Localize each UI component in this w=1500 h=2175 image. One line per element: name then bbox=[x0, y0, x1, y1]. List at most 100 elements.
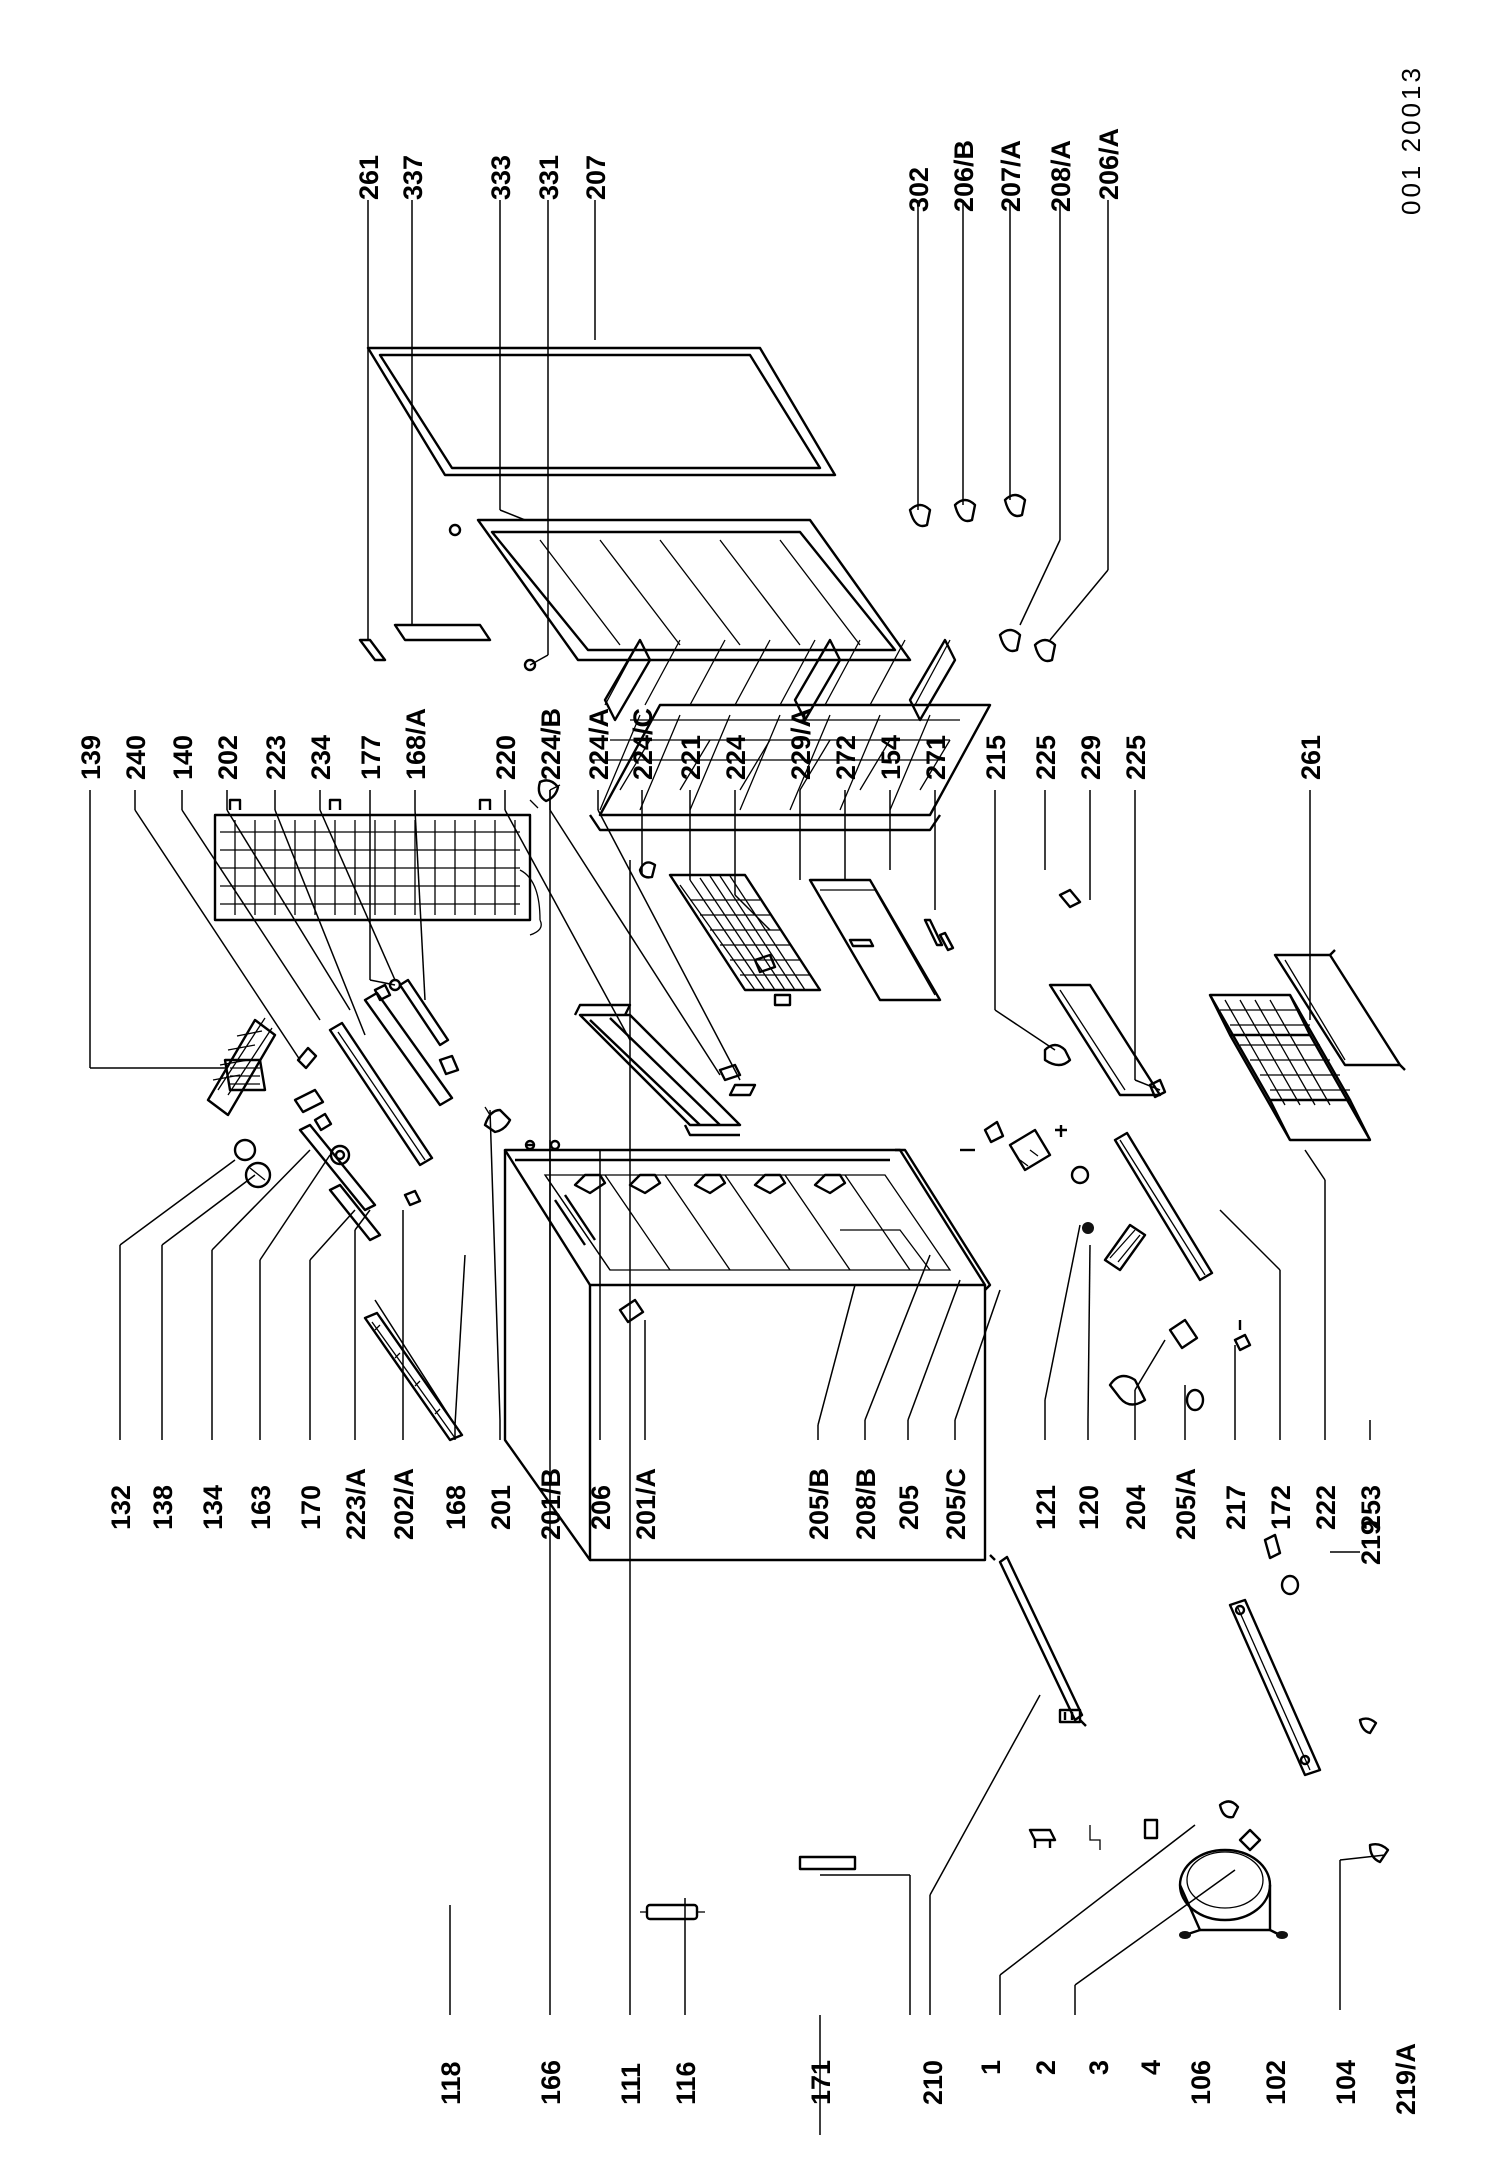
label-4: 4 bbox=[1136, 2060, 1166, 2075]
door-bars-337 bbox=[358, 623, 492, 662]
label-219: 219 bbox=[1356, 1520, 1386, 1565]
label-210: 210 bbox=[918, 2060, 948, 2105]
upper-rails bbox=[296, 978, 460, 1167]
hinge-201 bbox=[483, 1106, 512, 1134]
label-217: 217 bbox=[1221, 1485, 1251, 1530]
label-331: 333 bbox=[486, 155, 516, 200]
label-337: 261 bbox=[354, 155, 384, 200]
label-206: 206 bbox=[586, 1485, 616, 1530]
label-261: 261 bbox=[1296, 735, 1326, 780]
label-240: 240 bbox=[121, 735, 151, 780]
diagram-code: 001 20013 bbox=[1396, 65, 1426, 215]
label-222: 222 bbox=[1311, 1485, 1341, 1530]
label-3: 3 bbox=[1084, 2060, 1114, 2075]
cabinet-hardware bbox=[960, 1120, 1147, 1272]
label-168A: 168/A bbox=[401, 708, 431, 780]
label-271: 271 bbox=[921, 735, 951, 780]
label-205: 205 bbox=[894, 1485, 924, 1530]
label-302: 207 bbox=[581, 155, 611, 200]
label-121: 121 bbox=[1031, 1485, 1061, 1530]
hinge-168 bbox=[403, 1189, 422, 1207]
label-166: 166 bbox=[536, 2060, 566, 2105]
label-208: 206/A bbox=[1094, 128, 1124, 200]
label-201B: 201/B bbox=[536, 1468, 566, 1540]
label-219A: 219/A bbox=[1391, 2043, 1421, 2115]
long-rod bbox=[989, 1554, 1087, 1727]
label-215: 215 bbox=[981, 735, 1011, 780]
small-parts-224 bbox=[718, 1063, 757, 1097]
small-bar bbox=[798, 1855, 857, 1871]
ice-tray-grid bbox=[206, 1017, 277, 1117]
lower-hardware bbox=[1108, 1131, 1252, 1412]
label-224: 224 bbox=[721, 735, 751, 780]
rail-253 bbox=[1228, 1598, 1322, 1777]
label-138: 138 bbox=[148, 1485, 178, 1530]
label-111: 111 bbox=[616, 2063, 646, 2105]
shelf-261 bbox=[1273, 949, 1406, 1071]
leader-lines bbox=[89, 200, 1386, 2135]
hinge-parts-right bbox=[908, 493, 1057, 663]
label-104: 104 bbox=[1331, 2060, 1361, 2105]
label-170: 170 bbox=[296, 1485, 326, 1530]
label-172: 172 bbox=[1266, 1485, 1296, 1530]
label-171: 171 bbox=[806, 2060, 836, 2105]
label-229: 229 bbox=[1076, 735, 1106, 780]
label-1: 1 bbox=[976, 2060, 1006, 2075]
wire-shelf-221 bbox=[668, 873, 822, 1007]
label-221: 221 bbox=[676, 735, 706, 780]
label-201A: 201/A bbox=[631, 1468, 661, 1540]
label-223A: 223/A bbox=[341, 1468, 371, 1540]
label-207: 331 bbox=[534, 155, 564, 200]
label-204: 204 bbox=[1121, 1485, 1151, 1530]
small-fittings-219 bbox=[1358, 1717, 1390, 1864]
cabinet-body bbox=[503, 1148, 992, 1562]
label-106: 106 bbox=[1186, 2060, 1216, 2105]
filter-drier bbox=[640, 1903, 705, 1921]
shelf-229 bbox=[1043, 888, 1167, 1099]
label-220: 220 bbox=[491, 735, 521, 780]
screws-201B bbox=[524, 1139, 561, 1151]
label-208B: 208/B bbox=[851, 1468, 881, 1540]
compressor bbox=[1178, 1800, 1288, 1939]
label-168: 168 bbox=[441, 1485, 471, 1530]
label-201: 201 bbox=[486, 1485, 516, 1530]
label-229A: 229/A bbox=[786, 708, 816, 780]
label-139: 139 bbox=[76, 735, 106, 780]
label-202A: 202/A bbox=[389, 1468, 419, 1540]
label-225-a: 225 bbox=[1031, 735, 1061, 780]
pipe-fitting bbox=[529, 779, 561, 809]
label-208A: 207/A bbox=[996, 140, 1026, 212]
label-163: 163 bbox=[246, 1485, 276, 1530]
label-223: 223 bbox=[261, 735, 291, 780]
label-333: 337 bbox=[398, 155, 428, 200]
small-parts-1-4 bbox=[1028, 1708, 1159, 1850]
shelf-frame-220 bbox=[573, 1003, 742, 1137]
hook-224C bbox=[638, 861, 657, 879]
part-labels: 261 337 333 331 207 302 206/B 207/A 208/… bbox=[76, 65, 1426, 2115]
label-272: 272 bbox=[831, 735, 861, 780]
label-224B: 224/B bbox=[536, 708, 566, 780]
label-140: 140 bbox=[168, 735, 198, 780]
small-parts-272 bbox=[923, 918, 955, 952]
label-2: 2 bbox=[1031, 2060, 1061, 2075]
label-134: 134 bbox=[198, 1485, 228, 1530]
label-118: 118 bbox=[436, 2061, 466, 2105]
label-206A: 208/A bbox=[1046, 140, 1076, 212]
fitting-219 bbox=[1263, 1533, 1300, 1596]
label-224A: 224/A bbox=[584, 708, 614, 780]
label-207A: 206/B bbox=[949, 140, 979, 212]
label-154: 154 bbox=[876, 735, 906, 780]
label-225-b: 225 bbox=[1121, 735, 1151, 780]
label-177: 177 bbox=[356, 735, 386, 780]
label-205A: 205/A bbox=[1171, 1468, 1201, 1540]
label-224C: 224/C bbox=[628, 708, 658, 780]
label-116: 116 bbox=[671, 2061, 701, 2105]
door-bar-223A bbox=[363, 1311, 464, 1442]
label-206B: 302 bbox=[904, 167, 934, 212]
accessory-cluster-left bbox=[223, 1058, 382, 1242]
inner-door-331 bbox=[448, 518, 912, 672]
label-120: 120 bbox=[1074, 1485, 1104, 1530]
label-102: 102 bbox=[1261, 2060, 1291, 2105]
label-205B: 205/B bbox=[804, 1468, 834, 1540]
